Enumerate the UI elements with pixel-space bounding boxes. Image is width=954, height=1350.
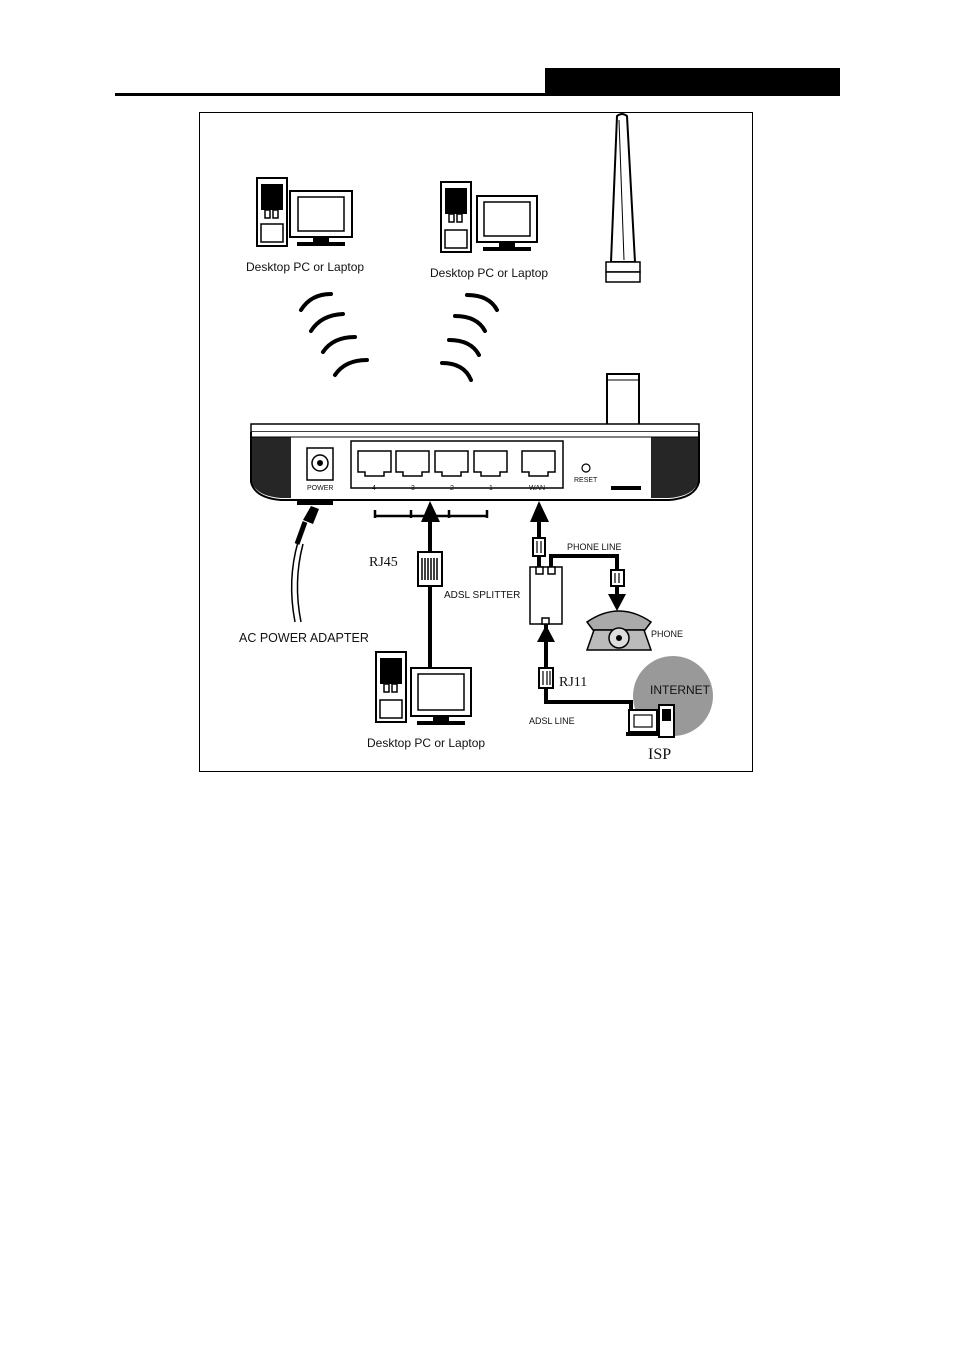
rj11-label: RJ11 [559,675,587,690]
rj45-label: RJ45 [369,555,398,570]
pc-label-top-left: Desktop PC or Laptop [246,260,364,274]
desktop-pc-icon [376,652,471,725]
wan-port-label: WAN [529,485,545,492]
adsl-splitter-icon [530,567,562,624]
router-icon [251,424,699,505]
arrow-to-wan [530,501,549,522]
arrow-to-splitter [537,625,555,642]
adsl-line-label: ADSL LINE [529,716,575,726]
lan-port-3-label: 3 [411,485,415,492]
pc-label-top-right: Desktop PC or Laptop [430,266,548,280]
network-connection-diagram: Desktop PC or Laptop Desktop PC or Lapto… [199,112,754,773]
adsl-splitter-label: ADSL SPLITTER [444,590,520,601]
arrow-to-phone [608,594,626,611]
power-plug-icon [292,506,319,622]
rj11-plug-icon [611,570,624,586]
header-block [545,68,840,95]
power-port-label: POWER [307,485,333,492]
rj11-plug-icon [533,538,545,556]
arrow-to-lan [421,501,440,522]
ac-power-adapter-label: AC POWER ADAPTER [239,631,369,645]
rj11-plug-icon [539,668,553,688]
lan-port-2-label: 2 [450,485,454,492]
pc-label-bottom: Desktop PC or Laptop [367,736,485,750]
desktop-pc-icon [257,178,352,246]
wifi-signal-icon [442,295,497,380]
wifi-signal-icon [301,294,367,375]
reset-button-label: RESET [574,477,598,484]
phone-label: PHONE [651,629,683,639]
desktop-pc-icon [441,182,537,252]
internet-label: INTERNET [650,683,711,697]
telephone-icon [587,611,651,650]
phone-line-label: PHONE LINE [567,542,622,552]
lan-port-1-label: 1 [489,485,493,492]
isp-label: ISP [648,746,671,763]
rj45-plug-icon [418,552,442,586]
lan-port-4-label: 4 [372,485,376,492]
